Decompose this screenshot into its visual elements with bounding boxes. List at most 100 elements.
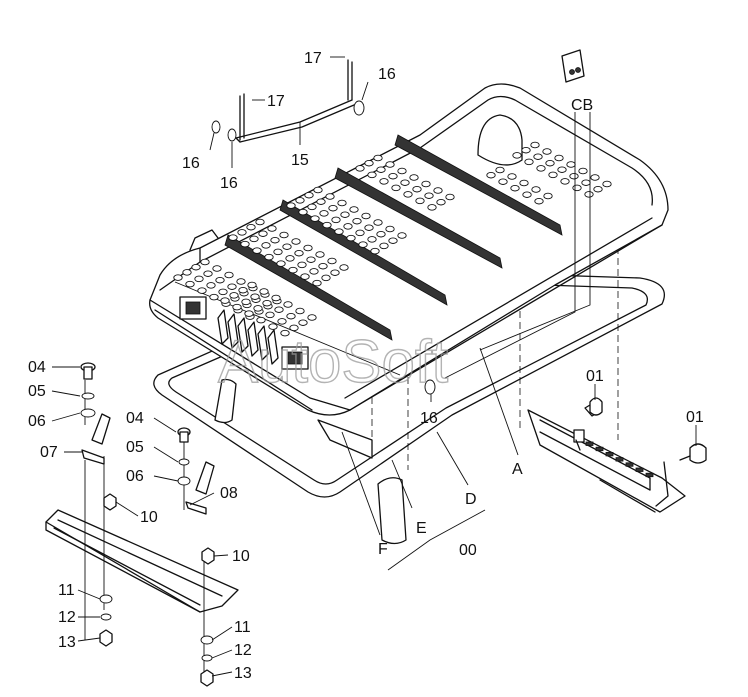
perforation-hole [373, 154, 383, 162]
perforation-hole [247, 281, 257, 289]
label-07: 07 [40, 444, 58, 461]
perforation-hole [206, 282, 216, 289]
perforation-hole [280, 329, 290, 337]
perforation-hole [265, 311, 275, 319]
latch-07 [81, 413, 111, 465]
label-00: 00 [459, 542, 477, 559]
label-01-a: 01 [586, 368, 604, 385]
cover-rib-3 [334, 167, 503, 269]
bracket-cb [561, 49, 585, 83]
perforation-hole [271, 294, 281, 302]
perforation-hole [584, 191, 594, 198]
perforation-hole [445, 193, 455, 201]
perforation-hole [200, 258, 210, 266]
perforation-hole [298, 319, 308, 326]
perforation-hole [548, 171, 558, 179]
perforation-hole [339, 264, 349, 271]
rail-slot [635, 467, 644, 472]
label-10-a: 10 [140, 509, 158, 526]
washer-06-a [80, 408, 96, 418]
perforation-hole [255, 218, 265, 226]
perforation-hole [330, 269, 340, 276]
label-a: A [512, 461, 523, 478]
latch-08 [185, 461, 215, 515]
washer-16-b [211, 120, 221, 134]
perforation-hole [602, 180, 612, 188]
perforation-hole [212, 265, 222, 272]
perforation-hole [409, 174, 419, 181]
perforation-hole [352, 217, 362, 225]
perforation-hole [310, 215, 320, 222]
label-cb: CB [571, 97, 593, 114]
perforation-hole [250, 293, 260, 300]
perforation-hole [337, 199, 347, 207]
perforation-hole [373, 219, 383, 226]
perforation-hole [286, 202, 296, 209]
rail-slot [615, 457, 624, 462]
label-11-a: 11 [58, 582, 75, 599]
perforation-hole [400, 179, 410, 186]
left-base-assembly [45, 362, 239, 687]
cover-latch-left [179, 296, 207, 320]
perforation-hole [215, 276, 225, 284]
label-16-d: 16 [420, 410, 438, 427]
nut-13-a [99, 629, 113, 647]
perforation-hole [346, 234, 356, 242]
rail-latch [573, 429, 585, 451]
perforation-hole [309, 268, 319, 275]
perforation-hole [273, 248, 283, 256]
washer-16-d [424, 379, 436, 395]
perforation-hole [519, 179, 529, 187]
perforation-hole [224, 271, 234, 279]
perforation-hole [433, 187, 443, 194]
perforation-hole [282, 243, 292, 250]
perforation-hole [321, 274, 331, 282]
perforation-hole [340, 211, 350, 218]
perforation-hole [283, 301, 293, 308]
perforation-hole [258, 230, 268, 237]
label-d: D [465, 491, 477, 508]
part-labels: 17 17 16 16 16 16 15 CB A D E F 00 01 01… [28, 50, 704, 682]
perforation-hole [376, 166, 386, 173]
perforation-hole [590, 174, 600, 181]
perforation-hole [268, 323, 278, 330]
label-16-a: 16 [378, 66, 396, 83]
rail-slots [585, 441, 654, 478]
perforation-hole [334, 228, 344, 235]
washer-05-b [178, 458, 190, 466]
perforation-hole [355, 165, 365, 172]
perforation-hole [510, 184, 520, 192]
label-12-b: 12 [234, 642, 252, 659]
perforation-hole [512, 152, 522, 159]
washer-05-a [81, 392, 95, 400]
perforation-hole [533, 153, 543, 160]
bolt-04-a [80, 362, 96, 380]
perforation-hole [304, 191, 314, 199]
right-rail-assembly [527, 397, 707, 513]
perforation-hole [376, 230, 386, 238]
perforation-hole [238, 286, 248, 294]
cover-rib-2 [279, 199, 448, 306]
cover-latch-right [281, 346, 309, 370]
perforation-hole [327, 257, 337, 265]
perforation-hole [252, 247, 262, 254]
perforation-hole [343, 223, 353, 230]
rail-slot [585, 441, 594, 446]
perforation-hole [436, 198, 446, 206]
perforation-hole [415, 197, 425, 205]
perforation-hole [536, 165, 546, 172]
perforation-hole [295, 197, 305, 204]
perforation-hole [349, 206, 359, 213]
bolt-01-a [584, 397, 603, 417]
label-16-c: 16 [220, 175, 238, 192]
perforation-hole [267, 225, 277, 232]
perforation-hole [421, 180, 431, 188]
perforation-hole [534, 197, 544, 205]
perforation-hole [307, 314, 317, 321]
perforation-hole [246, 223, 256, 231]
perforation-hole [209, 293, 219, 301]
perforation-hole [312, 279, 322, 287]
perforation-hole [358, 241, 368, 248]
perforation-hole [259, 288, 269, 295]
